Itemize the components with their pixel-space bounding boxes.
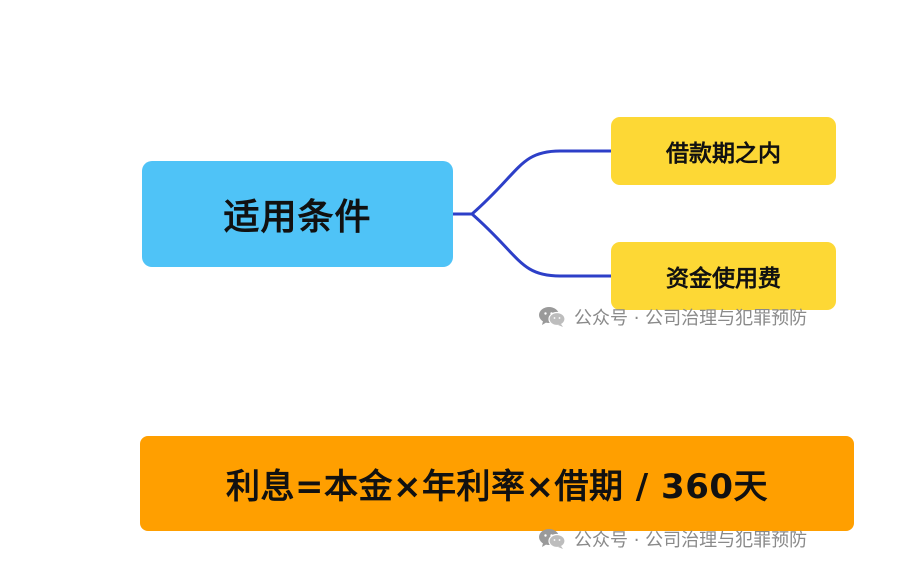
- child-node-label: 资金使用费: [666, 266, 781, 292]
- watermark: 公众号 · 公司治理与犯罪预防: [538, 526, 807, 552]
- watermark-text: 公众号 · 公司治理与犯罪预防: [574, 530, 808, 551]
- wechat-icon: [539, 529, 566, 549]
- wechat-icon: [539, 307, 566, 327]
- root-node: 适用条件: [142, 161, 453, 267]
- root-node-label: 适用条件: [223, 197, 372, 238]
- watermark: 公众号 · 公司治理与犯罪预防: [538, 304, 807, 330]
- connector-to-child-1: [471, 149, 611, 216]
- connector-to-child-2: [471, 212, 611, 278]
- formula-box: 利息=本金×年利率×借期 / 360天: [140, 436, 854, 531]
- formula-text: 利息=本金×年利率×借期 / 360天: [225, 467, 769, 507]
- watermark-text: 公众号 · 公司治理与犯罪预防: [574, 308, 808, 329]
- child-node-loan-period: 借款期之内: [611, 117, 836, 185]
- child-node-label: 借款期之内: [666, 141, 781, 167]
- child-node-fund-usage-fee: 资金使用费: [611, 242, 836, 310]
